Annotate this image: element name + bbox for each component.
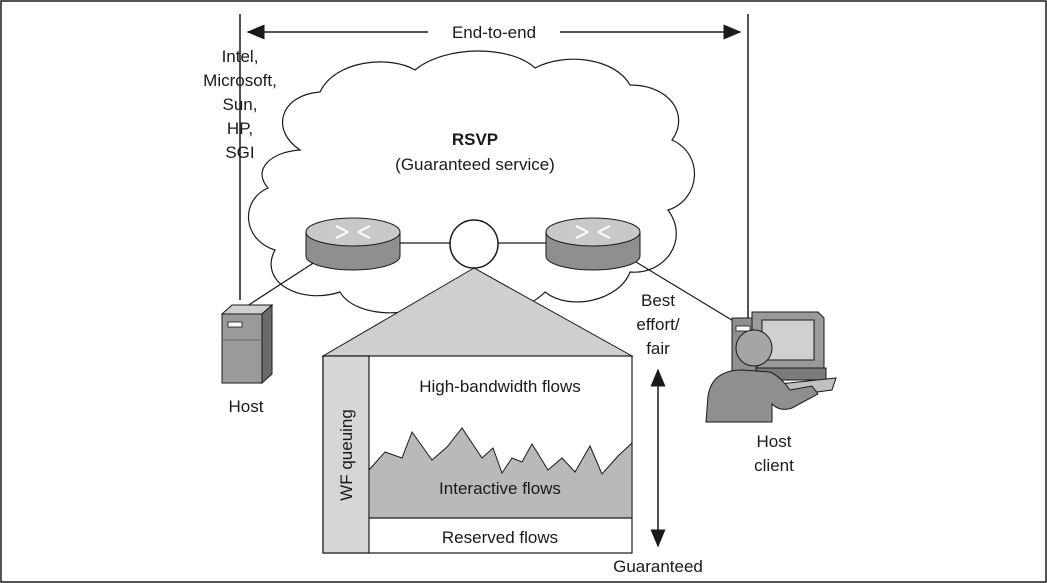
best-effort-label: fair [646, 339, 670, 358]
router-icon [305, 217, 401, 271]
vendor-label: Sun, [223, 95, 258, 114]
best-effort-label: effort/ [636, 315, 679, 334]
router-client-link [635, 261, 736, 323]
workstation-user-icon [705, 311, 837, 423]
host-client-label: client [754, 456, 794, 475]
queue-node-circle [449, 219, 499, 269]
server-icon [220, 303, 274, 385]
host-router-link [243, 259, 319, 309]
queue-label: WF queuing [337, 409, 356, 501]
high-bandwidth-label: High-bandwidth flows [419, 377, 581, 396]
vendor-list: Intel, Microsoft, Sun, HP, SGI [203, 47, 277, 162]
interactive-label: Interactive flows [439, 479, 561, 498]
cloud-subtitle: (Guaranteed service) [395, 155, 555, 174]
best-effort-label: Best [641, 291, 675, 310]
cloud-title: RSVP [452, 130, 498, 149]
reserved-label: Reserved flows [442, 528, 558, 547]
vendor-label: Microsoft, [203, 71, 277, 90]
vendor-label: SGI [225, 143, 254, 162]
host-label: Host [229, 397, 264, 416]
vendor-label: HP, [227, 119, 253, 138]
end-to-end-label: End-to-end [452, 23, 536, 42]
interactive-flows-area [368, 427, 633, 519]
router-icon [545, 217, 641, 271]
guaranteed-label: Guaranteed [613, 557, 703, 576]
queue-sidebar [322, 355, 370, 554]
vendor-label: Intel, [222, 47, 259, 66]
host-client-label: Host [757, 432, 792, 451]
